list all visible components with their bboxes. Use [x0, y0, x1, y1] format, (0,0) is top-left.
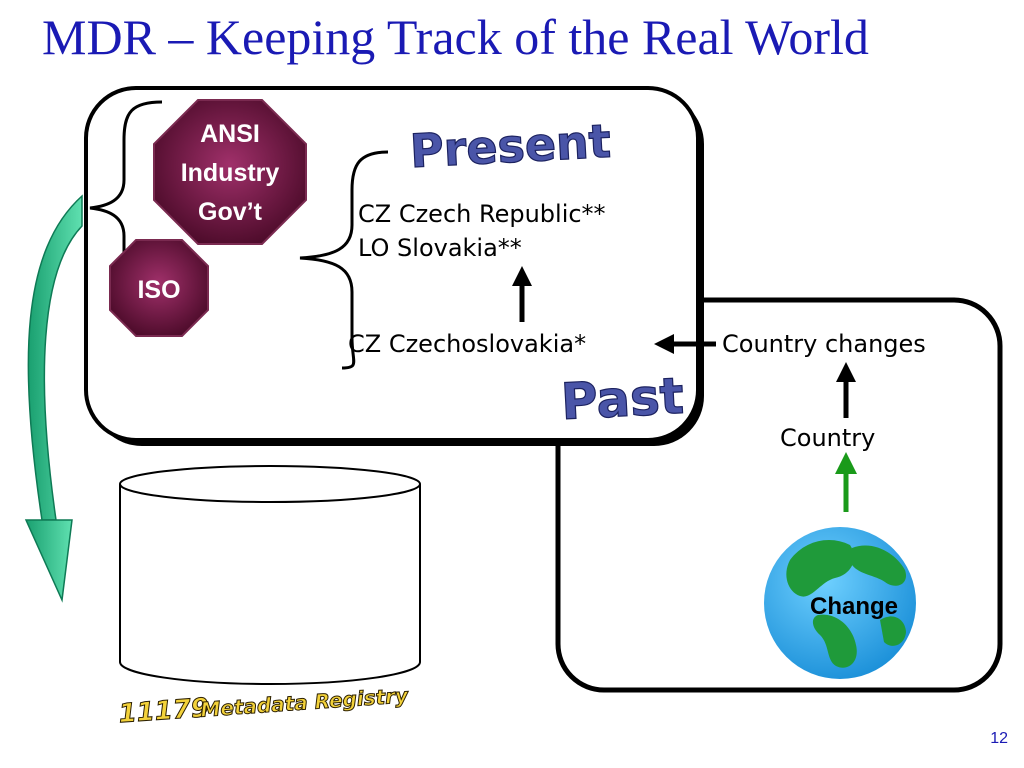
slide-number: 12 [990, 730, 1008, 747]
metadata-registry-cylinder [119, 465, 421, 685]
country-changes-arrow-head [654, 334, 674, 354]
czech-republic-label: CZ Czech Republic** [358, 200, 606, 228]
globe-icon: Change [764, 527, 916, 679]
czechoslovakia-label: CZ Czechoslovakia* [348, 330, 586, 358]
country-arrow-head [836, 362, 856, 382]
curved-arrow [27, 194, 83, 521]
split-arrow-head [512, 266, 532, 286]
registry-label: 11179 Metadata Registry [117, 683, 410, 730]
iso-label: ISO [137, 276, 180, 304]
registry-name: Metadata Registry [200, 683, 410, 722]
curved-arrow-head [24, 519, 73, 603]
ansi-line-2: Industry [181, 159, 280, 187]
ansi-line-3: Gov’t [198, 198, 263, 226]
iso-octagon: ISO [109, 239, 209, 337]
country-label: Country [780, 424, 875, 452]
registry-number: 11179 [118, 693, 210, 729]
past-label: Past [560, 367, 686, 431]
ansi-line-1: ANSI [200, 120, 260, 148]
green-arrow-head [835, 452, 857, 474]
present-label: Present [409, 114, 612, 178]
slide-title: MDR – Keeping Track of the Real World [42, 9, 869, 65]
slovakia-label: LO Slovakia** [358, 234, 522, 262]
country-changes-label: Country changes [722, 330, 926, 358]
time-brace [299, 150, 389, 370]
change-label: Change [810, 593, 898, 620]
ansi-octagon: ANSI Industry Gov’t [153, 99, 307, 245]
